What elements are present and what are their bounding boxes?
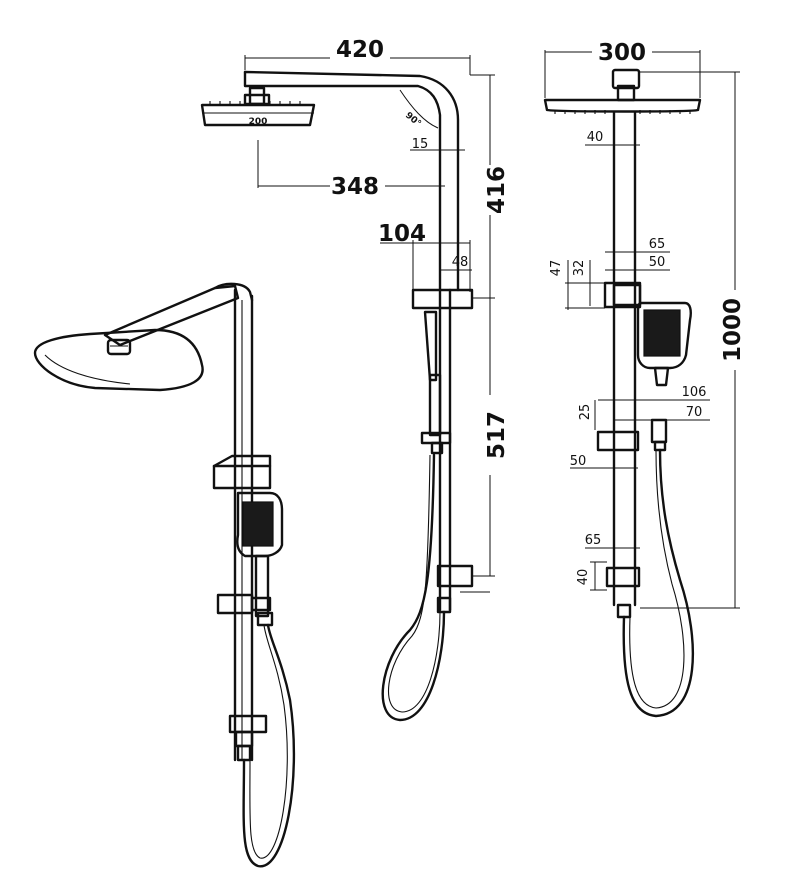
side-hand-shower <box>423 310 438 382</box>
dim-25-label: 25 <box>578 404 593 421</box>
dim-70-label: 70 <box>686 405 703 420</box>
dim-40-bottom-label: 40 <box>576 569 591 586</box>
angle-arc <box>399 89 439 129</box>
iso-head-connector <box>106 338 132 356</box>
dim-348-label: 348 <box>331 174 379 200</box>
dim-300-label: 300 <box>598 40 646 66</box>
dim-106-label: 106 <box>682 385 707 400</box>
angle-label: 90° <box>403 111 422 130</box>
dim-517-label: 517 <box>484 411 510 459</box>
side-hose <box>381 453 446 722</box>
iso-hand-handle <box>254 554 270 618</box>
front-holder <box>596 430 640 452</box>
iso-hand-shower <box>236 491 284 558</box>
dim-47-label: 47 <box>549 260 564 277</box>
dim-65-bottom-label: 65 <box>585 533 602 548</box>
dim-1000-label: 1000 <box>720 298 746 362</box>
front-hand-shower <box>636 301 692 370</box>
side-arm-outer <box>243 70 442 292</box>
dim-65-top-label: 65 <box>649 237 666 252</box>
dim-416-label: 416 <box>484 166 510 214</box>
dim-48-label: 48 <box>452 255 469 270</box>
side-hand-handle <box>428 373 442 437</box>
dim-50-holder-label: 50 <box>570 454 587 469</box>
front-hand-nozzles <box>643 309 681 357</box>
head-diameter-label: 200 <box>249 117 268 127</box>
front-bottom-bracket <box>605 566 641 588</box>
iso-top-bracket <box>212 464 272 490</box>
front-connector <box>611 68 641 90</box>
side-view: 200 420 348 90° <box>200 37 510 722</box>
iso-hand-shower-nozzles <box>242 501 274 547</box>
dim-104-label: 104 <box>378 221 426 247</box>
dim-420-label: 420 <box>336 37 384 63</box>
side-bottom-bracket <box>436 564 474 588</box>
side-arm-inner <box>243 70 460 292</box>
side-rain-head <box>200 103 316 127</box>
iso-rain-head <box>33 328 204 392</box>
dim-50-top-label: 50 <box>649 255 666 270</box>
front-view: 300 40 1000 65 50 47 32 106 70 25 50 65 <box>543 40 746 718</box>
iso-hose-outer <box>242 623 296 868</box>
iso-arm <box>103 284 240 347</box>
front-hose <box>622 448 695 718</box>
dim-15-label: 15 <box>412 137 429 152</box>
dim-32-label: 32 <box>572 260 587 277</box>
iso-rain-head-rim <box>44 354 131 385</box>
isometric-view <box>33 282 296 868</box>
front-nozzles <box>554 110 691 114</box>
side-top-bracket <box>411 288 474 310</box>
dim-40-rail-label: 40 <box>587 130 604 145</box>
front-rain-head <box>543 98 702 113</box>
